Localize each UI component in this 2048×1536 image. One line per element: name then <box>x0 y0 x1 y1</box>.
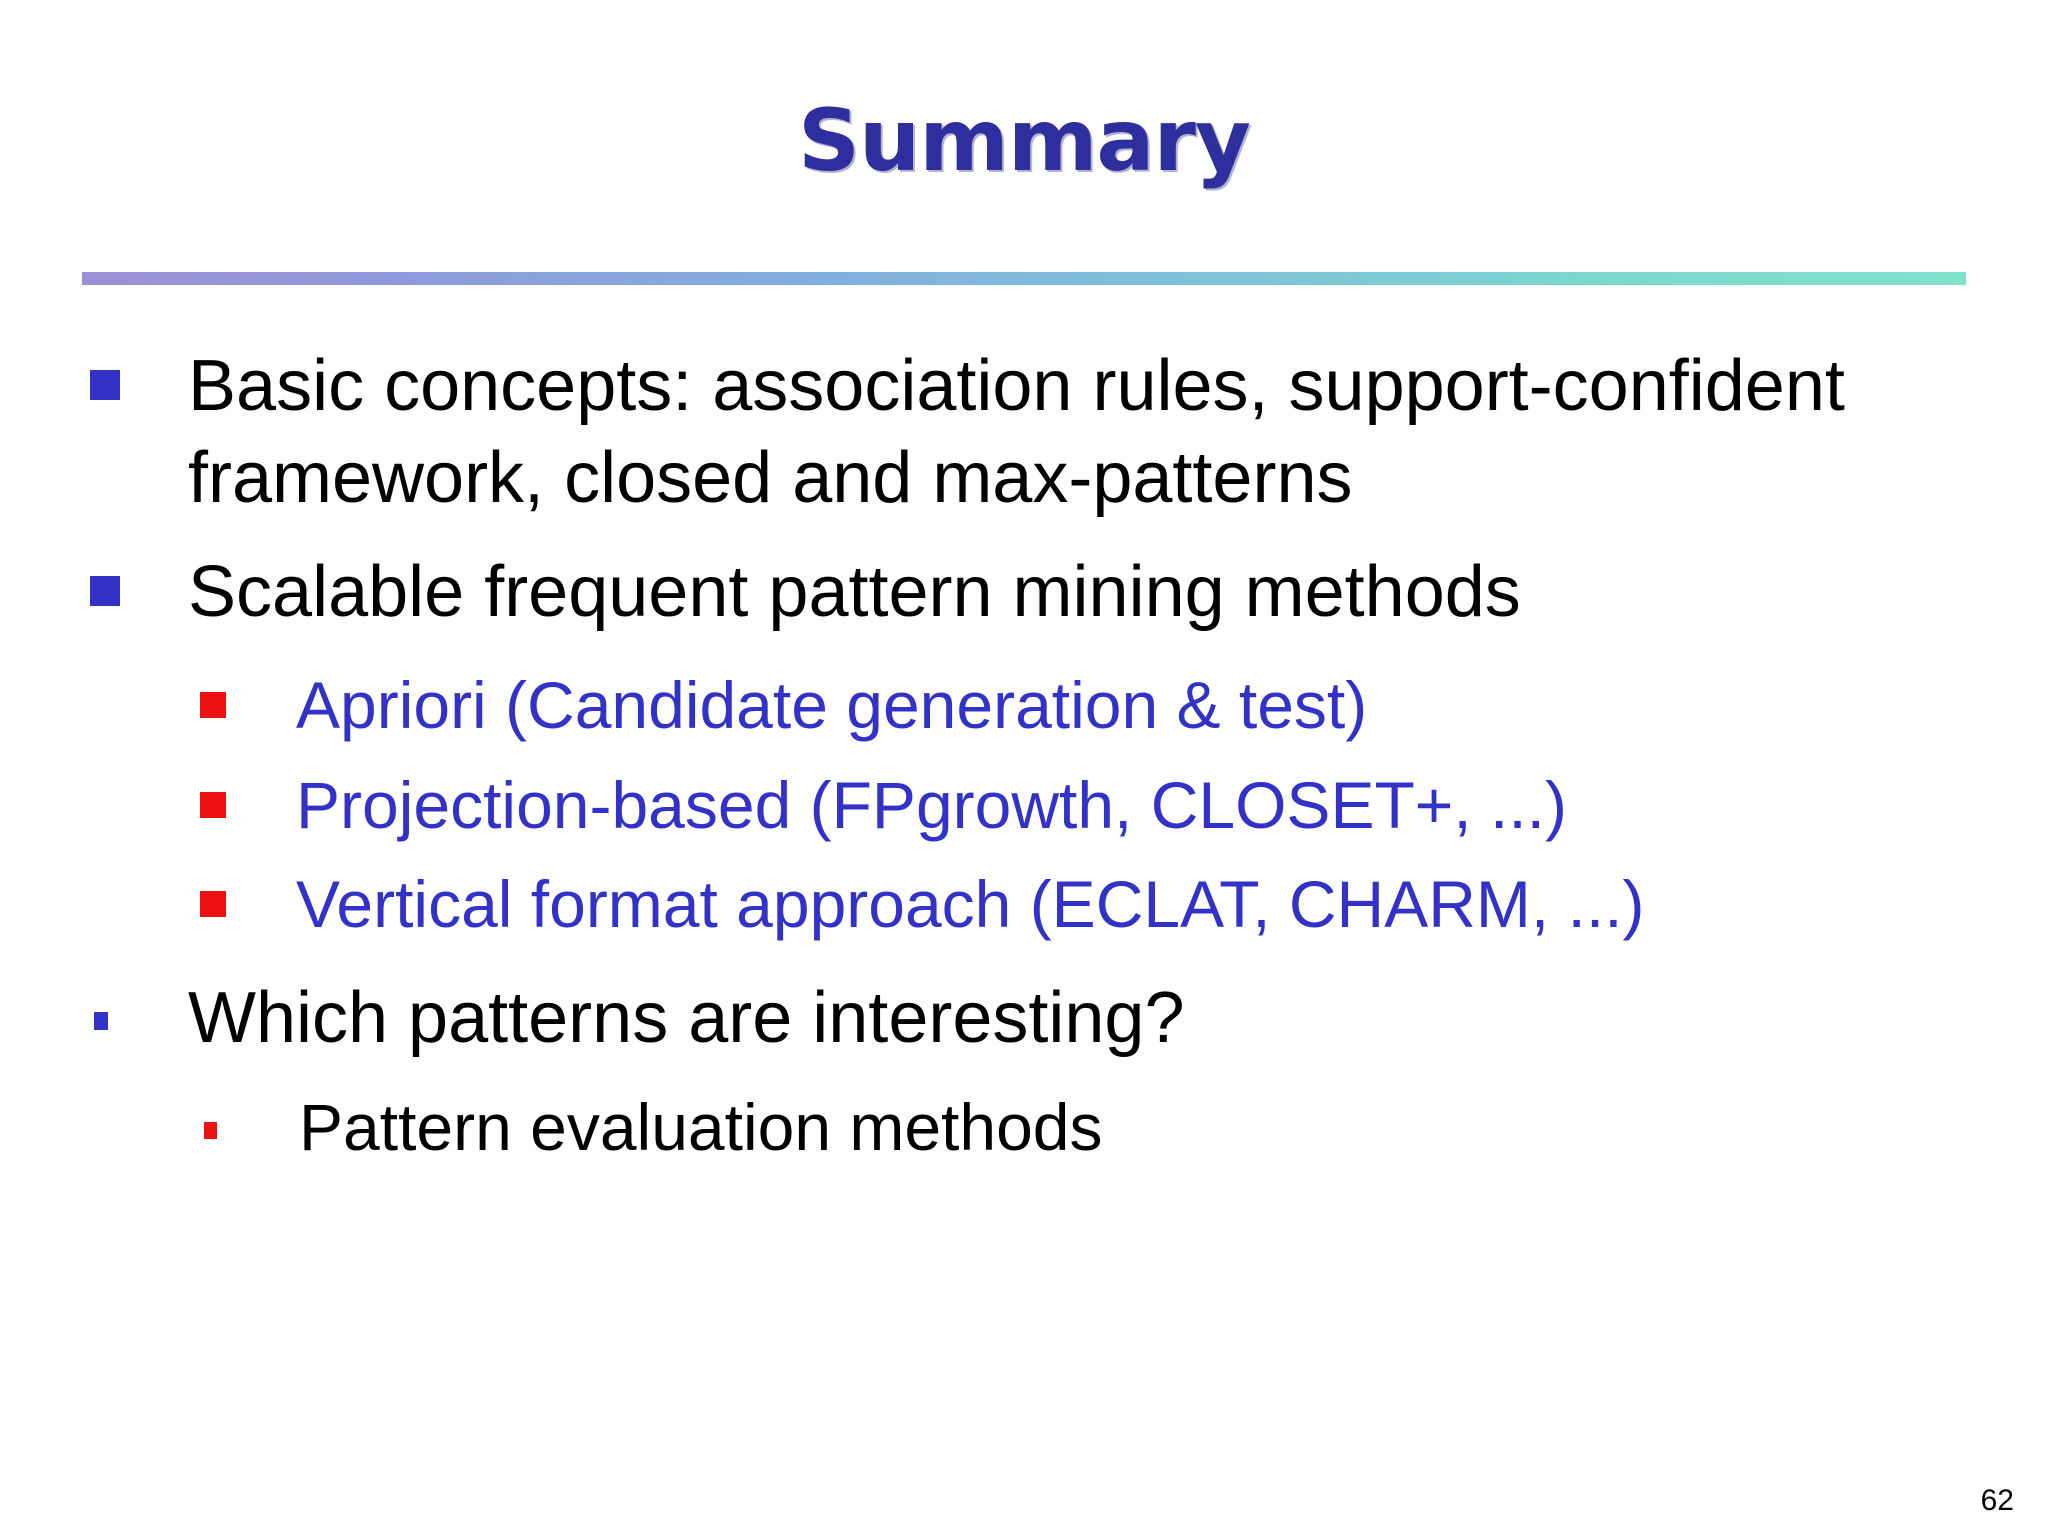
list-item: Pattern evaluation methods <box>0 1086 2048 1169</box>
list-item-label: Projection-based (FPgrowth, CLOSET+, ...… <box>296 767 1567 842</box>
page-number: 62 <box>1980 1484 2014 1517</box>
list-item-label: Apriori (Candidate generation & test) <box>296 668 1368 743</box>
list-item-label: Which patterns are interesting? <box>188 977 1185 1058</box>
title-divider-rule <box>82 272 1966 285</box>
list-item: Basic concepts: association rules, suppo… <box>0 340 2048 524</box>
list-item: Apriori (Candidate generation & test) <box>0 664 2048 747</box>
red-square-bullet-icon <box>200 890 226 917</box>
red-square-bullet-icon <box>200 791 226 818</box>
list-item-label: Scalable frequent pattern mining methods <box>188 552 1521 633</box>
blue-square-bullet-icon <box>90 576 120 607</box>
blue-square-bullet-icon <box>90 370 120 400</box>
list-item-label: Pattern evaluation methods <box>299 1090 1103 1165</box>
red-square-bullet-icon <box>204 1122 217 1140</box>
bullet-list: Basic concepts: association rules, suppo… <box>0 340 2048 1185</box>
list-item: Which patterns are interesting? <box>0 972 2048 1064</box>
list-item-label: Basic concepts: association rules, suppo… <box>188 346 1845 519</box>
blue-square-bullet-icon <box>94 1011 108 1030</box>
list-item: Scalable frequent pattern mining methods <box>0 546 2048 638</box>
red-square-bullet-icon <box>200 692 226 719</box>
list-item: Vertical format approach (ECLAT, CHARM, … <box>0 863 2048 946</box>
list-item: Projection-based (FPgrowth, CLOSET+, ...… <box>0 764 2048 847</box>
page-title: Summary <box>798 91 1251 191</box>
list-item-label: Vertical format approach (ECLAT, CHARM, … <box>296 866 1645 941</box>
